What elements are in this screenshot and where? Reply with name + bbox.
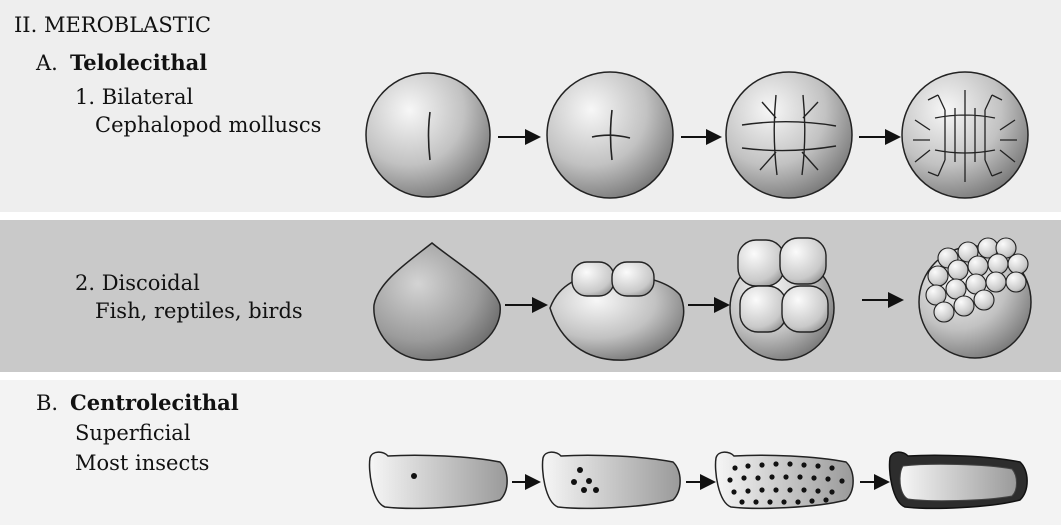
superficial-stage-4 (890, 452, 1028, 508)
superficial-stage-3 (716, 452, 854, 508)
discoidal-stage-2 (550, 262, 684, 360)
superficial-stage-1 (370, 452, 508, 508)
discoidal-stage-1 (374, 243, 500, 360)
bilateral-stage-4 (902, 72, 1028, 198)
bilateral-stage-3 (726, 72, 852, 198)
discoidal-stage-4 (919, 238, 1031, 358)
bilateral-stage-1 (366, 73, 490, 197)
discoidal-stage-3 (730, 238, 834, 360)
superficial-stage-2 (543, 452, 681, 508)
bilateral-stage-2 (547, 72, 673, 198)
